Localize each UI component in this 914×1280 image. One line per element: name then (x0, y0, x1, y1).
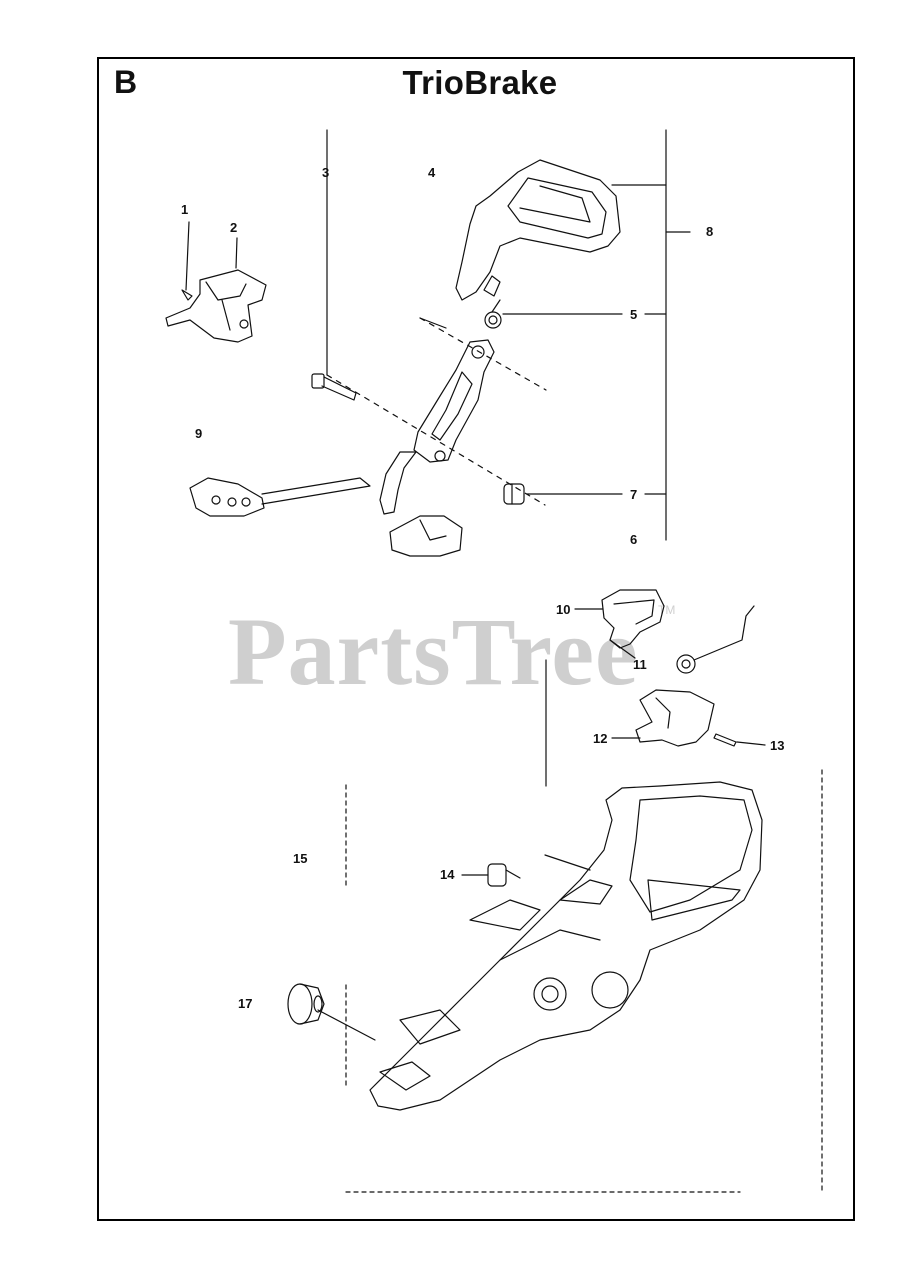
part-2-guard (165, 269, 267, 343)
callout-5: 5 (630, 307, 638, 322)
part-7-bushing (503, 483, 525, 505)
part-13-pin (713, 733, 737, 747)
callout-12: 12 (593, 731, 608, 746)
part-9-brake-band (189, 477, 371, 517)
callout-9: 9 (195, 426, 203, 441)
part-5-spring (484, 299, 502, 329)
callout-14: 14 (440, 867, 455, 882)
diagram-title: TrioBrake (402, 64, 558, 101)
brake-lever-arm (379, 317, 495, 515)
part-12-trigger (635, 689, 715, 747)
part-15-chassis (369, 781, 763, 1111)
part-11-spring (676, 605, 755, 674)
part-17-roller (287, 983, 325, 1025)
callout-4: 4 (428, 165, 436, 180)
callout-1: 1 (181, 202, 189, 217)
callout-3: 3 (322, 165, 330, 180)
callout-15: 15 (293, 851, 308, 866)
part-14-damper (487, 863, 521, 887)
callout-8: 8 (706, 224, 714, 239)
callout-7: 7 (630, 487, 638, 502)
watermark-text: PartsTree (228, 598, 639, 705)
assembly-dashed-outline (345, 769, 823, 1193)
part-4-front-handle (455, 159, 621, 301)
callout-13: 13 (770, 738, 785, 753)
part-3-bolt (311, 373, 357, 401)
callout-11: 11 (633, 657, 647, 672)
diagram-border (97, 57, 855, 1221)
part-10-lever (601, 589, 665, 649)
callout-10: 10 (556, 602, 571, 617)
part-6-cover (389, 515, 463, 557)
leader-lines (185, 129, 766, 1041)
callout-17: 17 (238, 996, 253, 1011)
callout-2: 2 (230, 220, 238, 235)
section-letter: B (114, 64, 138, 100)
callout-6: 6 (630, 532, 638, 547)
